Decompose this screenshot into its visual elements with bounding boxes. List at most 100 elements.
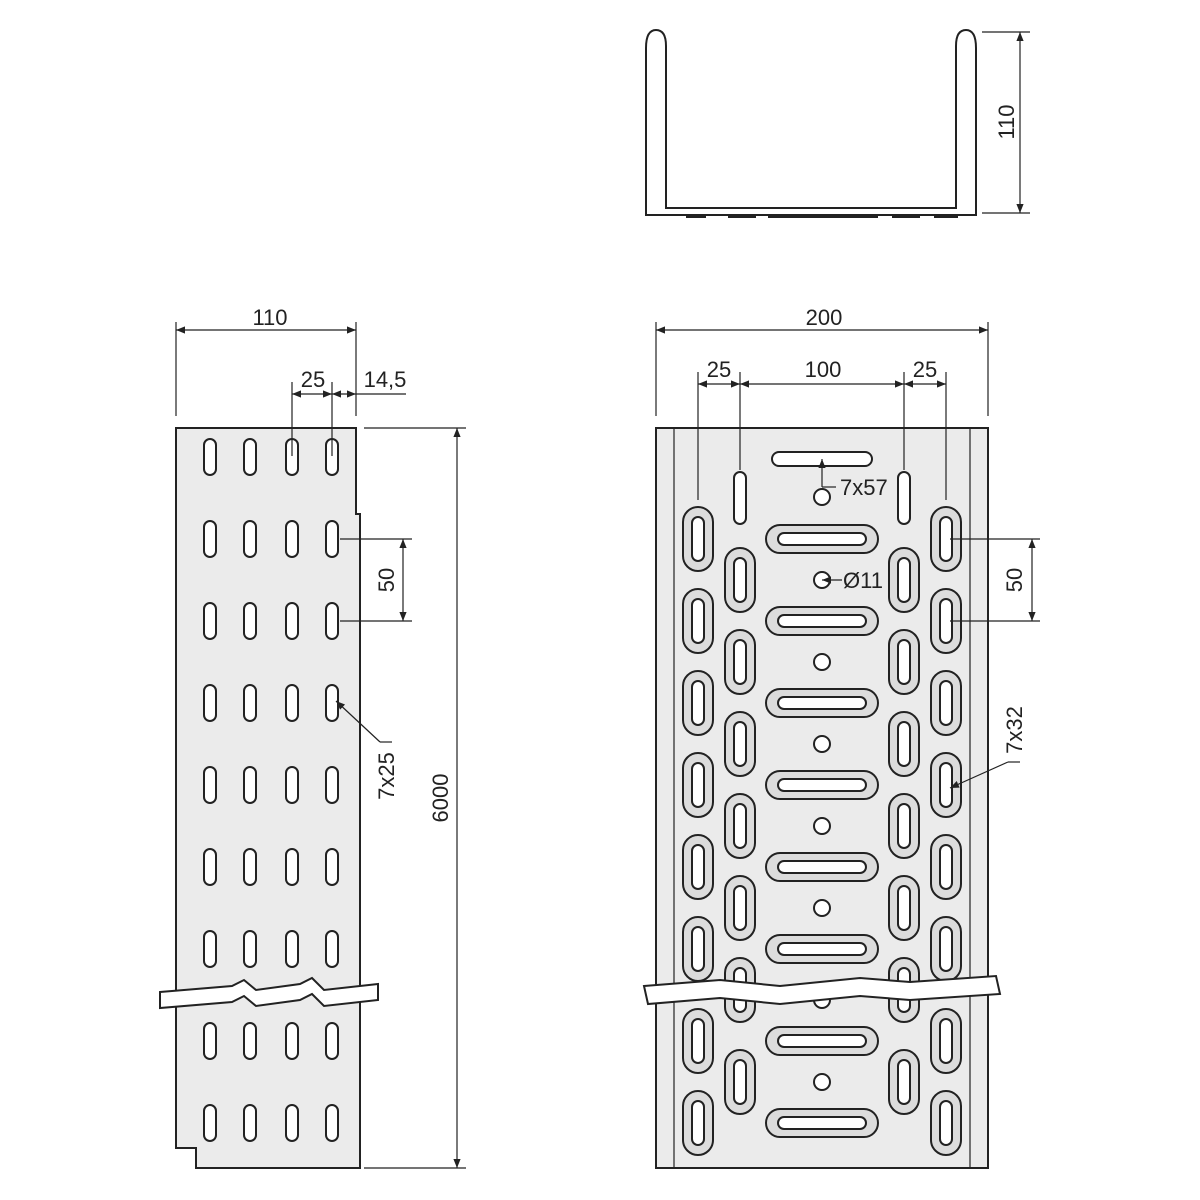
longitudinal-slot bbox=[691, 1100, 705, 1146]
transverse-slot bbox=[777, 614, 867, 628]
longitudinal-slot bbox=[691, 598, 705, 644]
longitudinal-slot-label: 7x32 bbox=[1002, 706, 1027, 754]
longitudinal-slot bbox=[733, 803, 747, 849]
width-dimension-label: 200 bbox=[806, 305, 843, 330]
side-slot bbox=[325, 602, 339, 640]
side-slot bbox=[243, 766, 257, 804]
slot-size-leader bbox=[335, 700, 381, 743]
transverse-slot bbox=[777, 1116, 867, 1130]
longitudinal-slot bbox=[733, 557, 747, 603]
longitudinal-slot bbox=[897, 885, 911, 931]
end-slot bbox=[897, 471, 911, 525]
longitudinal-slot bbox=[733, 639, 747, 685]
side-slot bbox=[243, 1022, 257, 1060]
longitudinal-slot bbox=[939, 1100, 953, 1146]
side-slot bbox=[325, 848, 339, 886]
side-slot bbox=[203, 848, 217, 886]
side-slot bbox=[285, 520, 299, 558]
right-offset-label: 25 bbox=[913, 357, 937, 382]
longitudinal-slot bbox=[691, 1018, 705, 1064]
pitch-label: 50 bbox=[1002, 568, 1027, 592]
round-hole bbox=[813, 735, 831, 753]
side-slot bbox=[243, 602, 257, 640]
bottom-embossing-marks bbox=[686, 214, 958, 218]
section-view: 110 bbox=[645, 28, 1030, 218]
side-slot bbox=[203, 520, 217, 558]
side-slot bbox=[285, 766, 299, 804]
side-slot bbox=[285, 1022, 299, 1060]
embossing-mark bbox=[728, 214, 756, 218]
bottom-perforation-pattern bbox=[682, 451, 962, 1156]
longitudinal-slot bbox=[897, 639, 911, 685]
side-slot bbox=[203, 438, 217, 476]
side-slot bbox=[325, 1104, 339, 1142]
tray-profile bbox=[645, 28, 977, 216]
longitudinal-slot bbox=[691, 680, 705, 726]
side-slot bbox=[203, 1022, 217, 1060]
width-dimension-label: 110 bbox=[252, 305, 287, 330]
height-dimension-label: 110 bbox=[994, 104, 1019, 139]
slot-pitch-h-label: 25 bbox=[301, 367, 325, 392]
side-slot bbox=[285, 684, 299, 722]
longitudinal-slot bbox=[939, 680, 953, 726]
side-slot bbox=[243, 438, 257, 476]
longitudinal-slot bbox=[733, 721, 747, 767]
transverse-slot bbox=[777, 696, 867, 710]
side-slot bbox=[285, 602, 299, 640]
round-hole bbox=[813, 899, 831, 917]
embossing-mark bbox=[686, 214, 706, 218]
side-slot bbox=[285, 930, 299, 968]
side-slot bbox=[203, 684, 217, 722]
side-slot bbox=[203, 1104, 217, 1142]
transverse-slot bbox=[777, 942, 867, 956]
embossing-mark bbox=[768, 214, 878, 218]
end-slot bbox=[733, 471, 747, 525]
longitudinal-slot bbox=[939, 844, 953, 890]
round-hole bbox=[813, 1073, 831, 1091]
length-dimension-label: 6000 bbox=[428, 774, 453, 823]
side-slot bbox=[325, 520, 339, 558]
transverse-slot bbox=[777, 1034, 867, 1048]
side-slot bbox=[203, 602, 217, 640]
longitudinal-slot bbox=[733, 1059, 747, 1105]
side-slot bbox=[285, 1104, 299, 1142]
longitudinal-slot-leader bbox=[949, 761, 1009, 789]
side-slot bbox=[325, 766, 339, 804]
round-hole bbox=[813, 653, 831, 671]
side-slot bbox=[203, 930, 217, 968]
side-slot bbox=[285, 848, 299, 886]
side-slot bbox=[243, 1104, 257, 1142]
break-line bbox=[642, 974, 1002, 1006]
round-hole bbox=[813, 817, 831, 835]
slot-pitch-v-label: 50 bbox=[374, 568, 399, 592]
longitudinal-slot bbox=[939, 926, 953, 972]
longitudinal-slot bbox=[691, 762, 705, 808]
side-slot bbox=[243, 930, 257, 968]
side-slot bbox=[325, 1022, 339, 1060]
center-span-label: 100 bbox=[805, 357, 842, 382]
longitudinal-slot bbox=[897, 721, 911, 767]
edge-offset-label: 14,5 bbox=[364, 367, 407, 392]
longitudinal-slot bbox=[939, 1018, 953, 1064]
longitudinal-slot bbox=[733, 885, 747, 931]
side-slot bbox=[243, 848, 257, 886]
longitudinal-slot bbox=[897, 557, 911, 603]
longitudinal-slot bbox=[691, 844, 705, 890]
longitudinal-slot bbox=[691, 926, 705, 972]
left-offset-label: 25 bbox=[707, 357, 731, 382]
longitudinal-slot bbox=[691, 516, 705, 562]
longitudinal-slot bbox=[897, 1059, 911, 1105]
embossing-mark bbox=[934, 214, 958, 218]
transverse-slot bbox=[777, 778, 867, 792]
side-slot-grid bbox=[203, 438, 339, 1142]
break-line bbox=[159, 976, 379, 1010]
transverse-slot-label: 7x57 bbox=[840, 475, 888, 500]
transverse-slot bbox=[777, 532, 867, 546]
embossing-mark bbox=[892, 214, 920, 218]
slot-size-label: 7x25 bbox=[374, 752, 399, 800]
round-hole-label: Ø11 bbox=[843, 568, 883, 593]
side-slot bbox=[203, 766, 217, 804]
side-slot bbox=[325, 930, 339, 968]
side-slot bbox=[243, 520, 257, 558]
